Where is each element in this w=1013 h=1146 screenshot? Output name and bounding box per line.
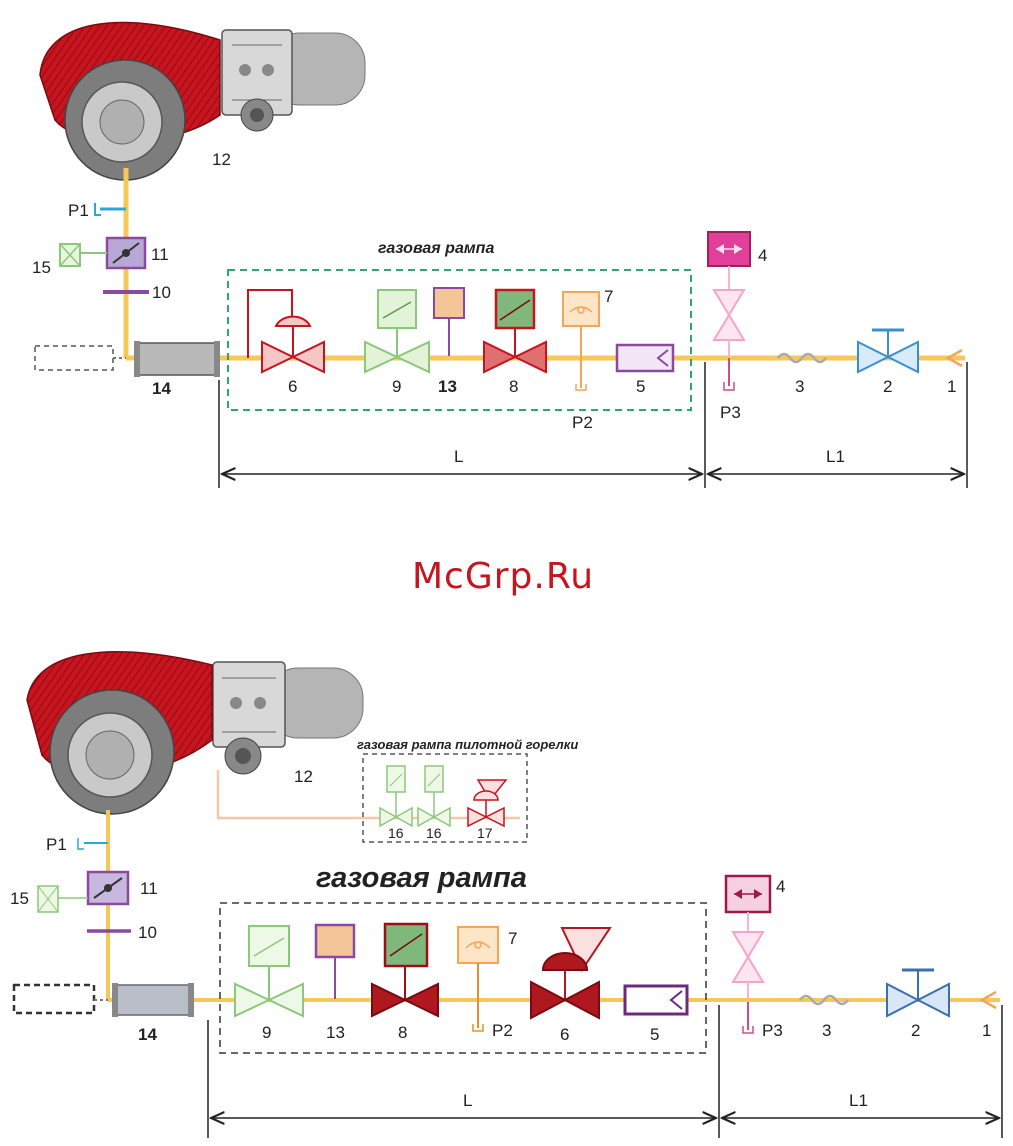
label-9: 9	[392, 377, 401, 396]
label-p2: P2	[492, 1021, 513, 1040]
label-10: 10	[138, 923, 157, 942]
label-16a: 16	[388, 825, 404, 841]
label-16b: 16	[426, 825, 442, 841]
label-7: 7	[604, 287, 613, 306]
regulator-valve-6-icon	[531, 928, 610, 1018]
pilot-valve-16b-icon	[418, 766, 450, 826]
extension-stub-icon	[35, 346, 113, 370]
component-15-icon	[38, 886, 88, 912]
label-15: 15	[10, 889, 29, 908]
dimension-l: L	[463, 1091, 472, 1110]
ball-valve-2-icon	[858, 330, 918, 372]
compensator-14-icon	[134, 341, 220, 377]
pressure-tap-p1-icon	[95, 203, 126, 215]
label-5: 5	[650, 1025, 659, 1044]
label-p2: P2	[572, 413, 593, 432]
label-4: 4	[776, 877, 785, 896]
dimension-l1: L1	[849, 1091, 868, 1110]
label-15: 15	[32, 258, 51, 277]
bottom-diagram: 12 газовая рампа пилотной горелки 16 16 …	[10, 652, 1002, 1138]
label-14: 14	[138, 1025, 157, 1044]
label-14: 14	[152, 379, 171, 398]
burner-icon	[40, 22, 365, 180]
compensator-14-icon	[112, 983, 194, 1017]
label-8: 8	[398, 1023, 407, 1042]
label-12: 12	[294, 767, 313, 786]
label-17: 17	[477, 825, 493, 841]
label-12: 12	[212, 150, 231, 169]
label-11: 11	[140, 879, 158, 898]
label-6: 6	[288, 377, 297, 396]
label-6: 6	[560, 1025, 569, 1044]
ball-valve-2-icon	[887, 970, 949, 1016]
component-15-icon	[60, 244, 107, 266]
ramp-title: газовая рампа	[316, 862, 527, 894]
pressure-governor-4-icon	[726, 876, 770, 1033]
label-9: 9	[262, 1023, 271, 1042]
pressure-tap-p1-icon	[78, 838, 108, 849]
ramp-title: газовая рампа	[378, 240, 494, 257]
label-11: 11	[151, 245, 169, 264]
pressure-switch-7-icon	[563, 292, 599, 390]
pilot-ramp-title: газовая рампа пилотной горелки	[357, 737, 578, 752]
gas-filter-5-icon	[625, 986, 687, 1014]
gas-filter-5-icon	[617, 345, 673, 371]
label-p1: P1	[68, 201, 89, 220]
gas-ramp-box	[220, 903, 706, 1053]
watermark: McGrp.Ru	[412, 556, 594, 597]
pressure-switch-13-icon	[316, 925, 354, 999]
label-p1: P1	[46, 835, 67, 854]
label-4: 4	[758, 246, 767, 265]
label-2: 2	[911, 1021, 920, 1040]
label-13: 13	[438, 377, 457, 396]
dimension-l1: L1	[826, 447, 845, 466]
solenoid-valve-8-icon	[372, 924, 438, 1016]
pressure-switch-7-icon	[458, 927, 498, 1031]
label-8: 8	[509, 377, 518, 396]
label-1: 1	[947, 377, 956, 396]
label-10: 10	[152, 283, 171, 302]
label-3: 3	[822, 1021, 831, 1040]
extension-stub-icon	[14, 985, 94, 1013]
solenoid-valve-9-icon	[235, 926, 303, 1016]
dimension-lines	[219, 362, 967, 488]
air-damper-11-icon	[107, 238, 145, 268]
label-p3: P3	[720, 403, 741, 422]
pressure-switch-13-icon	[434, 288, 464, 356]
label-13: 13	[326, 1023, 345, 1042]
label-3: 3	[795, 377, 804, 396]
label-1: 1	[982, 1021, 991, 1040]
top-diagram: 12 P1 11 15 10	[32, 22, 967, 488]
pressure-governor-4-icon	[708, 232, 750, 390]
burner-icon	[27, 652, 363, 814]
pilot-valve-16a-icon	[380, 766, 412, 826]
label-5: 5	[636, 377, 645, 396]
dimension-l: L	[454, 447, 463, 466]
label-2: 2	[883, 377, 892, 396]
air-damper-11-icon	[88, 872, 128, 904]
label-7: 7	[508, 929, 517, 948]
label-p3: P3	[762, 1021, 783, 1040]
